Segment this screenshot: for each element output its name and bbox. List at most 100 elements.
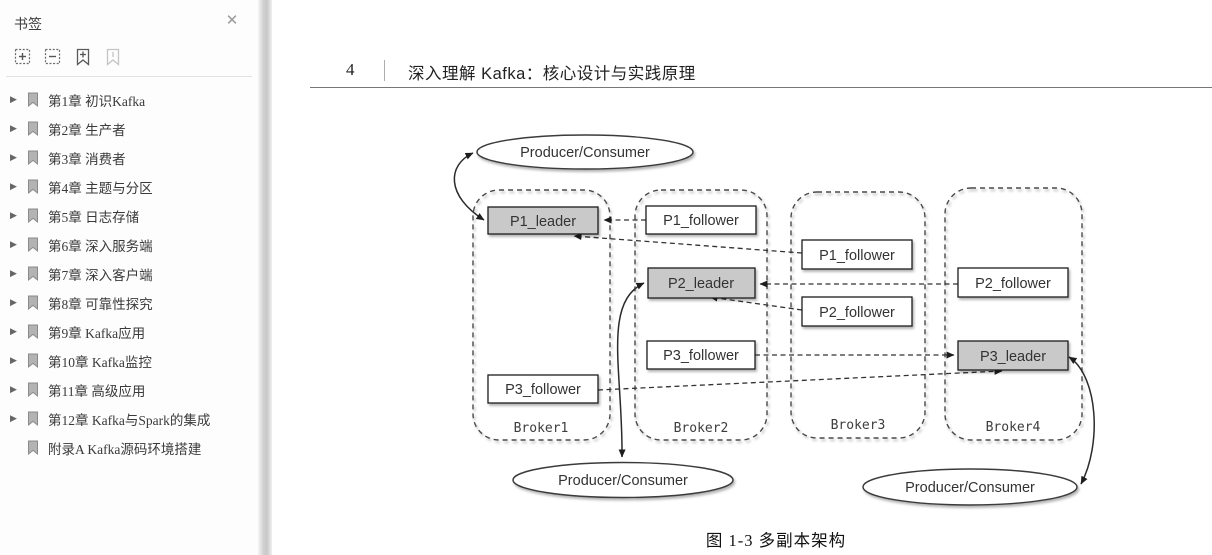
partition-label: P3_follower [663,348,739,364]
bookmark-icon [28,440,38,455]
broker4-container: Broker4 [944,187,1083,441]
partition-p1-leader: P1_leader [487,206,599,235]
partition-p2-leader: P2_leader [647,267,756,299]
bookmark-icon [28,353,38,368]
bookmarks-list: ▶ 第1章 初识Kafka ▶ 第2章 生产者 ▶ 第3章 消费者 ▶ 第4章 … [0,77,258,462]
bookmark-item[interactable]: ▶ 第11章 高级应用 [0,375,258,404]
expand-triangle-icon[interactable]: ▶ [10,210,17,220]
bookmark-icon [28,266,38,281]
expand-triangle-icon[interactable]: ▶ [10,326,17,336]
bookmarks-panel-title: 书签 [14,18,42,33]
expand-bookmark-icon[interactable] [14,48,32,66]
expand-triangle-icon[interactable]: ▶ [10,239,17,249]
partition-label: P1_follower [819,248,895,264]
bookmark-label[interactable]: 第5章 日志存储 [48,209,140,225]
bookmark-icon [28,382,38,397]
bookmark-item[interactable]: ▶ 第1章 初识Kafka [0,85,258,114]
bookmark-icon [28,150,38,165]
bookmarks-panel-header: 书签 ✕ [0,0,258,40]
add-bookmark-icon[interactable] [74,48,92,66]
bookmark-item[interactable]: ▶ 第2章 生产者 [0,114,258,143]
expand-triangle-icon[interactable]: ▶ [10,297,17,307]
panel-divider[interactable] [258,0,272,555]
collapse-bookmark-icon[interactable] [44,48,62,66]
bookmark-icon [28,237,38,252]
header-rule [310,87,1212,88]
bookmark-item[interactable]: ▶ 第3章 消费者 [0,143,258,172]
bookmark-disabled-icon [106,48,120,66]
client-arrow-p2-leader [616,282,645,458]
bookmark-label[interactable]: 第1章 初识Kafka [48,93,146,109]
bookmark-item[interactable]: ▶ 第12章 Kafka与Spark的集成 [0,404,258,433]
bookmark-label[interactable]: 第10章 Kafka监控 [48,354,152,370]
document-page: 4 深入理解 Kafka：核心设计与实践原理 Broker1 [272,0,1212,555]
partition-p1-follower-b2: P1_follower [645,205,757,235]
page-number: 4 [346,60,355,79]
partition-p2-follower-b3: P2_follower [801,296,913,327]
bookmark-item[interactable]: ▶ 第10章 Kafka监控 [0,346,258,375]
bookmarks-panel: 书签 ✕ ▶ [0,0,258,555]
close-panel-icon[interactable]: ✕ [225,12,239,29]
expand-triangle-icon[interactable]: ▶ [10,413,17,423]
bookmark-label[interactable]: 第4章 主题与分区 [48,180,153,196]
bookmark-icon [28,179,38,194]
bookmark-label[interactable]: 第8章 可靠性探究 [48,296,153,312]
expand-triangle-icon[interactable]: ▶ [10,152,17,162]
broker1-container: Broker1 [472,189,611,441]
expand-triangle-icon[interactable]: ▶ [10,384,17,394]
bookmark-item[interactable]: ▶ 第8章 可靠性探究 [0,288,258,317]
partition-label: P2_leader [668,276,734,292]
bookmark-label[interactable]: 第6章 深入服务端 [48,238,153,254]
bookmark-item[interactable]: ▶ 附录A Kafka源码环境搭建 [0,433,258,462]
bookmark-label[interactable]: 第11章 高级应用 [48,383,146,399]
broker4-label: Broker4 [986,420,1041,435]
bookmark-label[interactable]: 第7章 深入客户端 [48,267,153,283]
bookmark-icon [28,208,38,223]
client-arrow-p3-leader [1068,356,1095,485]
bookmark-label[interactable]: 第2章 生产者 [48,122,126,138]
bookmark-label[interactable]: 第9章 Kafka应用 [48,325,146,341]
bookmark-icon [28,295,38,310]
expand-triangle-icon[interactable]: ▶ [10,123,17,133]
header-separator [384,60,385,81]
bookmark-item[interactable]: ▶ 第7章 深入客户端 [0,259,258,288]
producer-consumer-bottom-mid: Producer/Consumer [512,461,734,499]
bookmark-icon [28,324,38,339]
expand-triangle-icon[interactable]: ▶ [10,181,17,191]
bookmark-label[interactable]: 第3章 消费者 [48,151,126,167]
expand-triangle-icon[interactable]: ▶ [10,94,17,104]
partition-p2-follower-b4: P2_follower [957,267,1069,298]
bookmark-icon [28,121,38,136]
partition-label: P3_leader [980,349,1046,365]
partition-p3-leader: P3_leader [957,340,1069,371]
bookmark-icon [28,411,38,426]
kafka-replica-architecture-diagram: Broker1 Broker2 Broker3 Broker4 [453,134,1095,506]
bookmark-item[interactable]: ▶ 第9章 Kafka应用 [0,317,258,346]
partition-p3-follower-b2: P3_follower [646,340,756,370]
running-header-title: 深入理解 Kafka：核心设计与实践原理 [408,65,696,83]
expand-triangle-icon[interactable]: ▶ [10,268,17,278]
producer-consumer-bottom-mid-label: Producer/Consumer [558,473,688,489]
bookmark-label[interactable]: 附录A Kafka源码环境搭建 [48,441,202,457]
partition-label: P3_follower [505,382,581,398]
client-arrow-p1-leader [453,152,485,221]
bookmark-item[interactable]: ▶ 第4章 主题与分区 [0,172,258,201]
partition-p3-follower-b1: P3_follower [487,374,599,404]
producer-consumer-top-label: Producer/Consumer [520,145,650,161]
partition-label: P1_follower [663,213,739,229]
producer-consumer-bottom-right-label: Producer/Consumer [905,480,1035,496]
bookmarks-toolbar [6,40,252,77]
bookmark-label[interactable]: 第12章 Kafka与Spark的集成 [48,412,211,428]
broker1-label: Broker1 [514,421,569,436]
figure-caption: 图 1-3 多副本架构 [705,531,847,550]
expand-triangle-icon[interactable]: ▶ [10,355,17,365]
partition-label: P1_leader [510,214,576,230]
bookmark-item[interactable]: ▶ 第5章 日志存储 [0,201,258,230]
bookmark-item[interactable]: ▶ 第6章 深入服务端 [0,230,258,259]
replication-arrow-p3-b1-to-leader [597,367,1003,391]
replication-arrow-p2-b3-to-leader [709,294,803,311]
partition-p1-follower-b3: P1_follower [801,239,913,270]
producer-consumer-bottom-right: Producer/Consumer [862,468,1078,506]
producer-consumer-top: Producer/Consumer [476,134,694,170]
